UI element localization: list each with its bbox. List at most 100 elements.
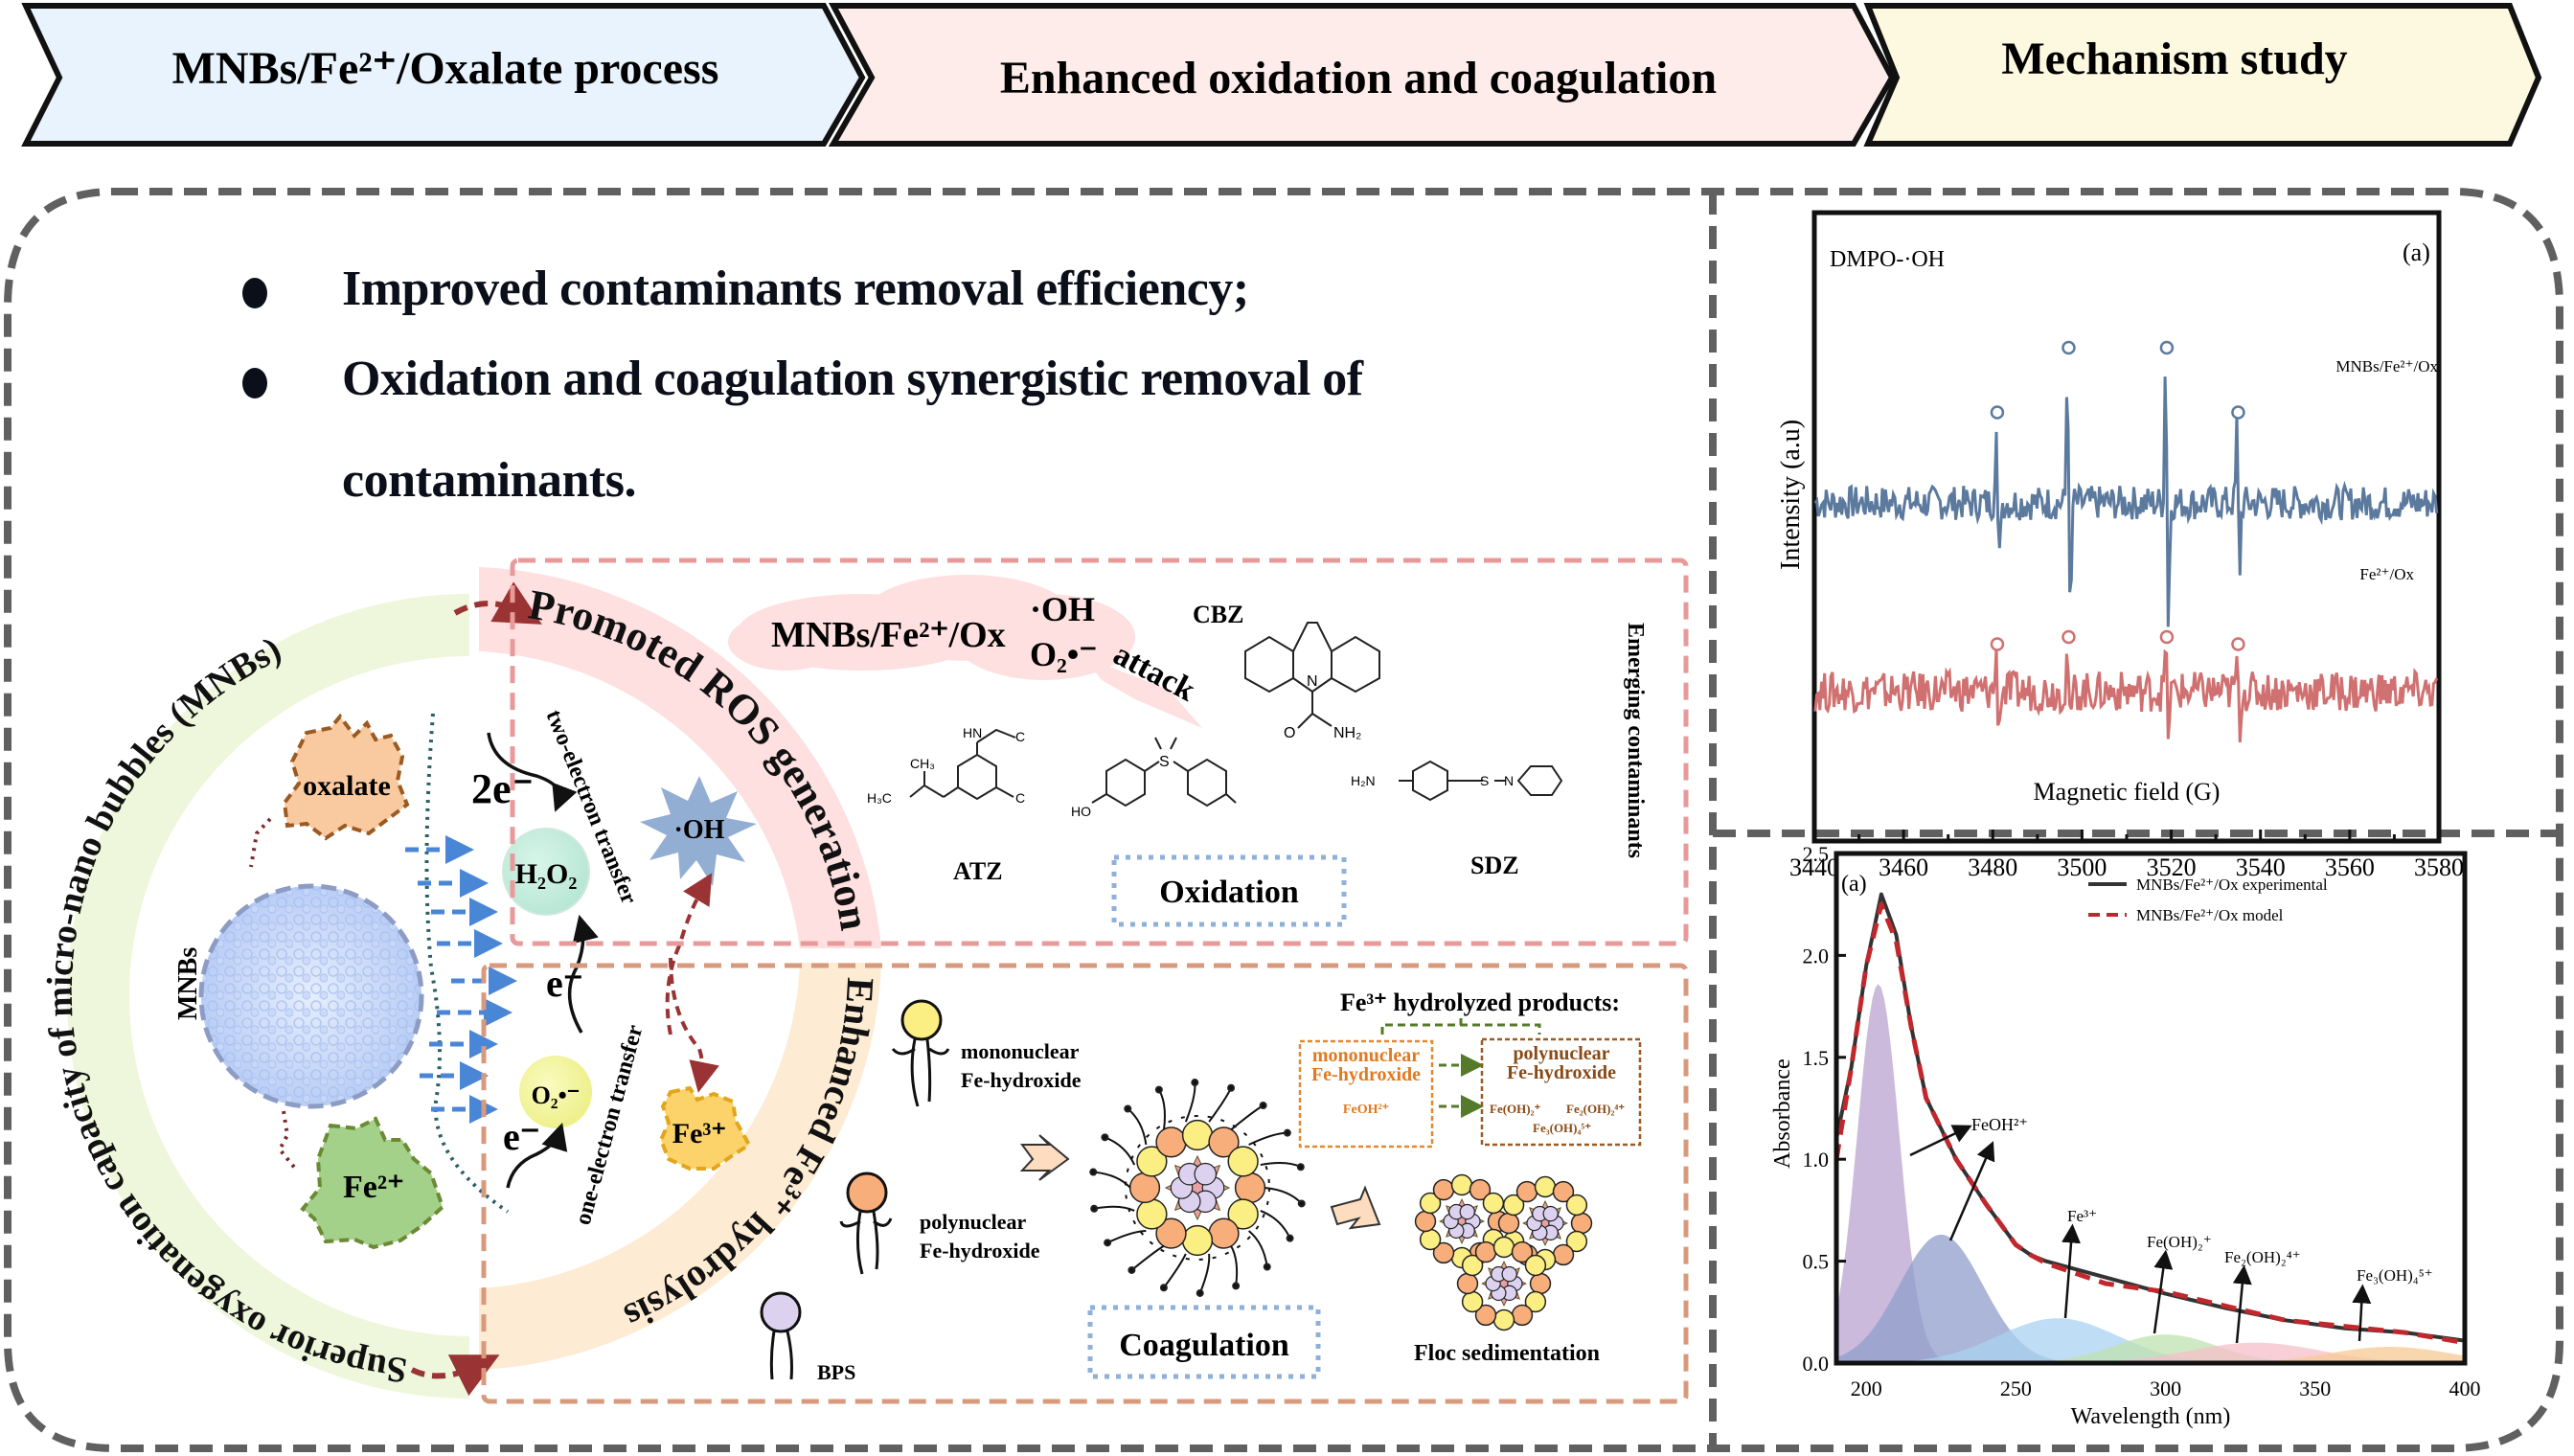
uv-annot-fe2oh2-arrow <box>2232 1264 2252 1344</box>
two-electron-arrow <box>487 732 578 812</box>
floc-tail-end <box>1263 1263 1271 1271</box>
floc-tail <box>1184 1081 1196 1123</box>
sdz-label: SDZ <box>1470 852 1519 879</box>
cbz-structure <box>1244 622 1380 729</box>
mnbs-label: MNBs <box>173 947 203 1020</box>
floc-particle <box>1497 1212 1520 1235</box>
floc-particle <box>1511 1240 1534 1263</box>
floc-tail-end <box>1232 1282 1241 1290</box>
uv-panel-label: (a) <box>1841 872 1867 897</box>
floc-tail <box>1106 1230 1147 1244</box>
uv-y-tick-label: 1.0 <box>1803 1148 1830 1172</box>
uv-ylabel: Absorbance <box>1770 1058 1795 1169</box>
floc-cluster <box>1456 1236 1552 1331</box>
floc-tail <box>1230 1104 1264 1131</box>
floc-tail-end <box>1128 1265 1136 1274</box>
epr-ylabel: Intensity (a.u) <box>1776 420 1806 570</box>
epr-x-tick-label: 3480 <box>1968 853 2017 881</box>
uv-annot-fe3: Fe³⁺ <box>2067 1207 2097 1225</box>
oxalate-blob: oxalate <box>282 713 410 841</box>
uv-annot-fe2oh2: Fe₂(OH)₂⁴⁺ <box>2224 1248 2301 1266</box>
floc-tail <box>1157 1089 1166 1130</box>
atz-structure <box>909 728 1016 801</box>
floc-particle <box>1461 1254 1484 1277</box>
sdz-h2n: H₂N <box>1351 773 1376 788</box>
floc-particle <box>1456 1272 1479 1295</box>
uv-y-tick-label: 1.5 <box>1803 1046 1830 1070</box>
epr-chart: DMPO-·OH (a) Magnetic field (G) Intensit… <box>1776 210 2464 881</box>
uv-annot-fe3-arrow <box>2061 1223 2082 1319</box>
floc-particle <box>1469 1178 1492 1201</box>
floc-particle <box>1155 1126 1187 1158</box>
o2-label: O₂•⁻ <box>532 1081 581 1109</box>
uv-component-area <box>1836 1318 2465 1363</box>
floc-tail <box>1163 1253 1187 1288</box>
emerging-contaminants-label: Emerging contaminants <box>1623 623 1648 858</box>
fe2-label: Fe²⁺ <box>343 1170 404 1205</box>
oxygen-transfer-arrows <box>405 835 517 1124</box>
bps-structure <box>1091 737 1237 808</box>
epr-peak-marker <box>1990 405 2005 420</box>
sdz-structure <box>1399 760 1563 802</box>
poly-box-title-1: polynuclear <box>1513 1043 1609 1064</box>
floc-particle <box>1432 1178 1455 1201</box>
floc-tail <box>1248 1131 1287 1146</box>
floc-particle <box>1565 1194 1588 1217</box>
step-chevron-3 <box>1863 3 2542 147</box>
epr-x-tick-label: 3560 <box>2325 853 2375 881</box>
uv-annot-feoh-arrow-2 <box>1948 1141 1995 1241</box>
floc-tail-end <box>1283 1128 1291 1137</box>
poly-box-species-1: Fe(OH)₂⁺ <box>1490 1102 1540 1116</box>
cbz-n: N <box>1307 673 1318 690</box>
oxidation-title: Oxidation <box>1159 875 1299 910</box>
poly-box-species-2: Fe₂(OH)₂⁴⁺ <box>1566 1102 1625 1116</box>
oxalate-label: oxalate <box>303 770 391 802</box>
epr-peak-marker <box>2231 405 2245 420</box>
bps-label: BPS <box>817 1360 855 1384</box>
floc-contaminant <box>1459 1203 1475 1220</box>
floc-tail <box>1247 1230 1268 1267</box>
uv-annot-fe3oh4-arrow <box>2352 1284 2372 1342</box>
floc-particle <box>1227 1146 1259 1177</box>
floc-particle <box>1136 1146 1168 1177</box>
epr-series-line <box>1813 376 2439 627</box>
floc-particle <box>1414 1210 1437 1233</box>
floc-tail <box>1198 1253 1211 1294</box>
ros-cloud <box>728 575 1202 728</box>
uv-component-area <box>1836 1347 2465 1363</box>
floc-particle <box>1524 1254 1547 1277</box>
mnbs-bubble-cluster <box>198 883 424 1109</box>
cloud-radical-oh: ·OH <box>1030 590 1095 628</box>
highlight-item-continuation: contaminants. <box>342 453 636 508</box>
polynuclear-label-1: polynuclear <box>920 1210 1026 1234</box>
floc-tail <box>1093 1171 1131 1189</box>
floc-tail <box>1130 1244 1165 1271</box>
bps-figure <box>760 1291 802 1380</box>
floc-particle <box>1474 1304 1497 1327</box>
e-lower-label: e⁻ <box>503 1115 540 1158</box>
uv-component-area <box>1836 1234 2465 1363</box>
floc-particle <box>1570 1212 1593 1235</box>
floc-particle <box>1502 1194 1525 1217</box>
uv-x-tick-label: 400 <box>2449 1376 2481 1400</box>
floc-particle <box>1432 1241 1455 1264</box>
floc-tail-end <box>1090 1204 1099 1213</box>
floc-contaminant <box>1194 1162 1218 1186</box>
h2o2-circle: H₂O₂ <box>502 828 590 916</box>
floc-tail <box>1260 1162 1302 1169</box>
floc-tail-end <box>1259 1102 1267 1110</box>
coagulation-floc <box>1089 1079 1306 1297</box>
fe2-blob: Fe²⁺ <box>300 1116 445 1250</box>
floc-tail-end <box>1191 1079 1199 1087</box>
floc-particle <box>1181 1224 1214 1257</box>
atz-hn: HN <box>963 725 982 740</box>
atz-c-right: C <box>1015 790 1025 806</box>
ring-green <box>67 594 469 1399</box>
uv-x-tick-label: 200 <box>1851 1376 1882 1400</box>
epr-peak-marker <box>2159 629 2175 645</box>
floc-particle <box>1450 1173 1473 1196</box>
poly-box <box>1480 1037 1642 1147</box>
uv-legend-exp: MNBs/Fe²⁺/Ox experimental <box>2136 876 2328 894</box>
